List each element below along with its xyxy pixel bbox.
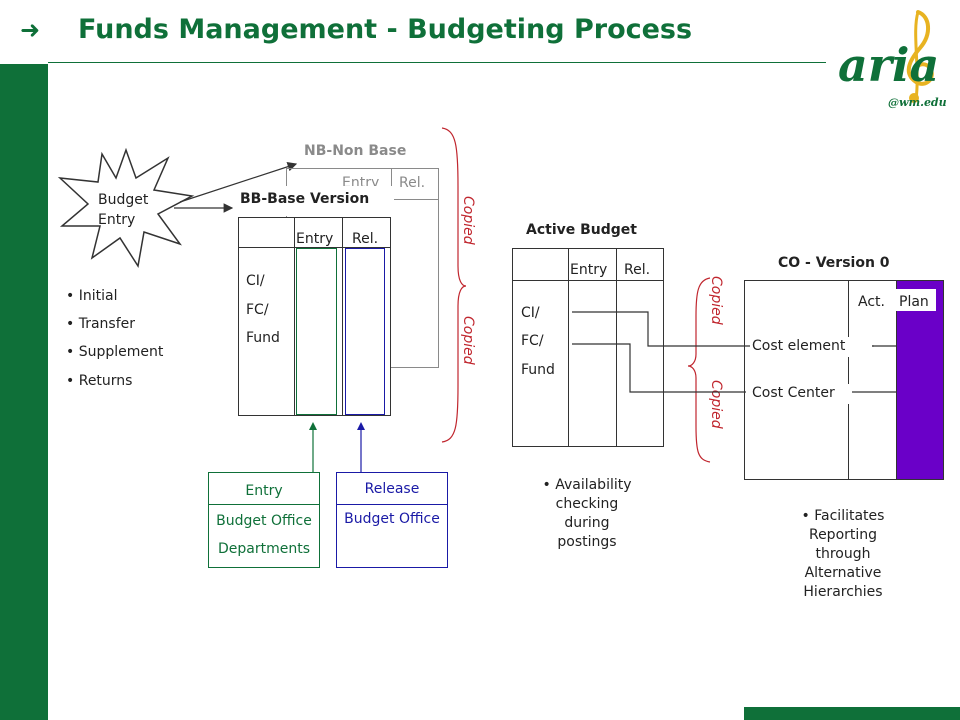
co-version-title: CO - Version 0 — [778, 255, 890, 271]
co-row-cost-element: Cost element — [752, 338, 846, 354]
logo-domain: @wm.edu — [888, 96, 947, 109]
active-budget-title: Active Budget — [526, 222, 637, 238]
copied-brace-left — [441, 127, 467, 443]
active-budget-col-divider-2 — [616, 248, 617, 447]
title-rule — [48, 62, 826, 63]
copied-label-1: Copied — [460, 196, 476, 245]
base-version-col-divider-1 — [294, 217, 295, 416]
cost-element-bg — [750, 337, 872, 357]
base-version-col-rel: Rel. — [352, 231, 379, 247]
budget-type-returns: • Returns — [66, 373, 133, 389]
entry-box-rule — [208, 504, 320, 505]
budget-entry-line2: Entry — [98, 212, 136, 228]
budget-type-supplement: • Supplement — [66, 344, 164, 360]
plan-header-cell — [896, 289, 936, 311]
bottom-green-bar — [744, 707, 960, 720]
base-version-row-ci: CI/ — [246, 273, 265, 289]
page-title: Funds Management - Budgeting Process — [78, 14, 693, 45]
base-version-title-bg — [238, 186, 394, 216]
co-version-col-act: Act. — [858, 294, 885, 310]
cost-center-bg — [750, 384, 852, 404]
base-version-table — [238, 217, 391, 416]
active-budget-row-ci: CI/ — [521, 305, 540, 321]
co-row-cost-center: Cost Center — [752, 385, 835, 401]
copied-brace-right — [687, 277, 711, 463]
budget-entry-line1: Budget — [98, 192, 149, 208]
entry-box-title: Entry — [245, 483, 283, 499]
base-version-col-divider-2 — [342, 217, 343, 416]
active-budget-row-fc: FC/ — [521, 333, 544, 349]
right-arrow-icon: ➜ — [20, 16, 41, 44]
entry-box — [208, 472, 320, 568]
release-box-rule — [336, 504, 448, 505]
non-base-title: NB-Non Base — [304, 143, 407, 159]
base-version-title: BB-Base Version — [240, 191, 370, 207]
non-base-col-rel: Rel. — [399, 175, 426, 191]
non-base-col-divider — [391, 168, 392, 200]
budget-type-transfer: • Transfer — [66, 316, 136, 332]
active-budget-row-fund: Fund — [521, 362, 555, 378]
active-budget-header-rule — [512, 280, 664, 281]
active-budget-note: • Availability checking during postings — [542, 477, 632, 550]
budget-type-initial: • Initial — [66, 288, 118, 304]
plan-column-fill — [896, 280, 944, 480]
non-base-top-rule — [286, 168, 439, 169]
active-budget-col-divider-1 — [568, 248, 569, 447]
co-version-col-divider — [848, 280, 849, 480]
active-budget-col-entry: Entry — [570, 262, 608, 278]
base-version-header-rule — [238, 247, 391, 248]
release-box-line1: Budget Office — [344, 511, 440, 527]
base-version-row-fc: FC/ — [246, 302, 269, 318]
left-green-bar — [0, 64, 48, 720]
release-box — [336, 472, 448, 568]
entry-box-line1: Budget Office — [216, 513, 312, 529]
entry-box-line2: Departments — [217, 541, 310, 557]
budget-entry-starburst — [57, 148, 195, 268]
base-version-row-fund: Fund — [246, 330, 280, 346]
co-version-note: • Facilitates Reporting through Alternat… — [801, 508, 885, 600]
starburst-arrows — [174, 162, 298, 213]
entry-column-highlight — [296, 248, 337, 415]
entry-release-arrows — [309, 422, 365, 472]
co-version-col-plan: Plan — [899, 294, 929, 310]
release-box-title: Release — [364, 481, 420, 497]
copied-label-2: Copied — [460, 316, 476, 365]
release-column-highlight — [345, 248, 385, 415]
treble-clef-icon — [906, 10, 934, 103]
logo-wordmark: aria — [838, 38, 940, 92]
base-version-col-entry: Entry — [296, 231, 334, 247]
active-budget-col-rel: Rel. — [624, 262, 651, 278]
active-budget-table — [512, 248, 664, 447]
